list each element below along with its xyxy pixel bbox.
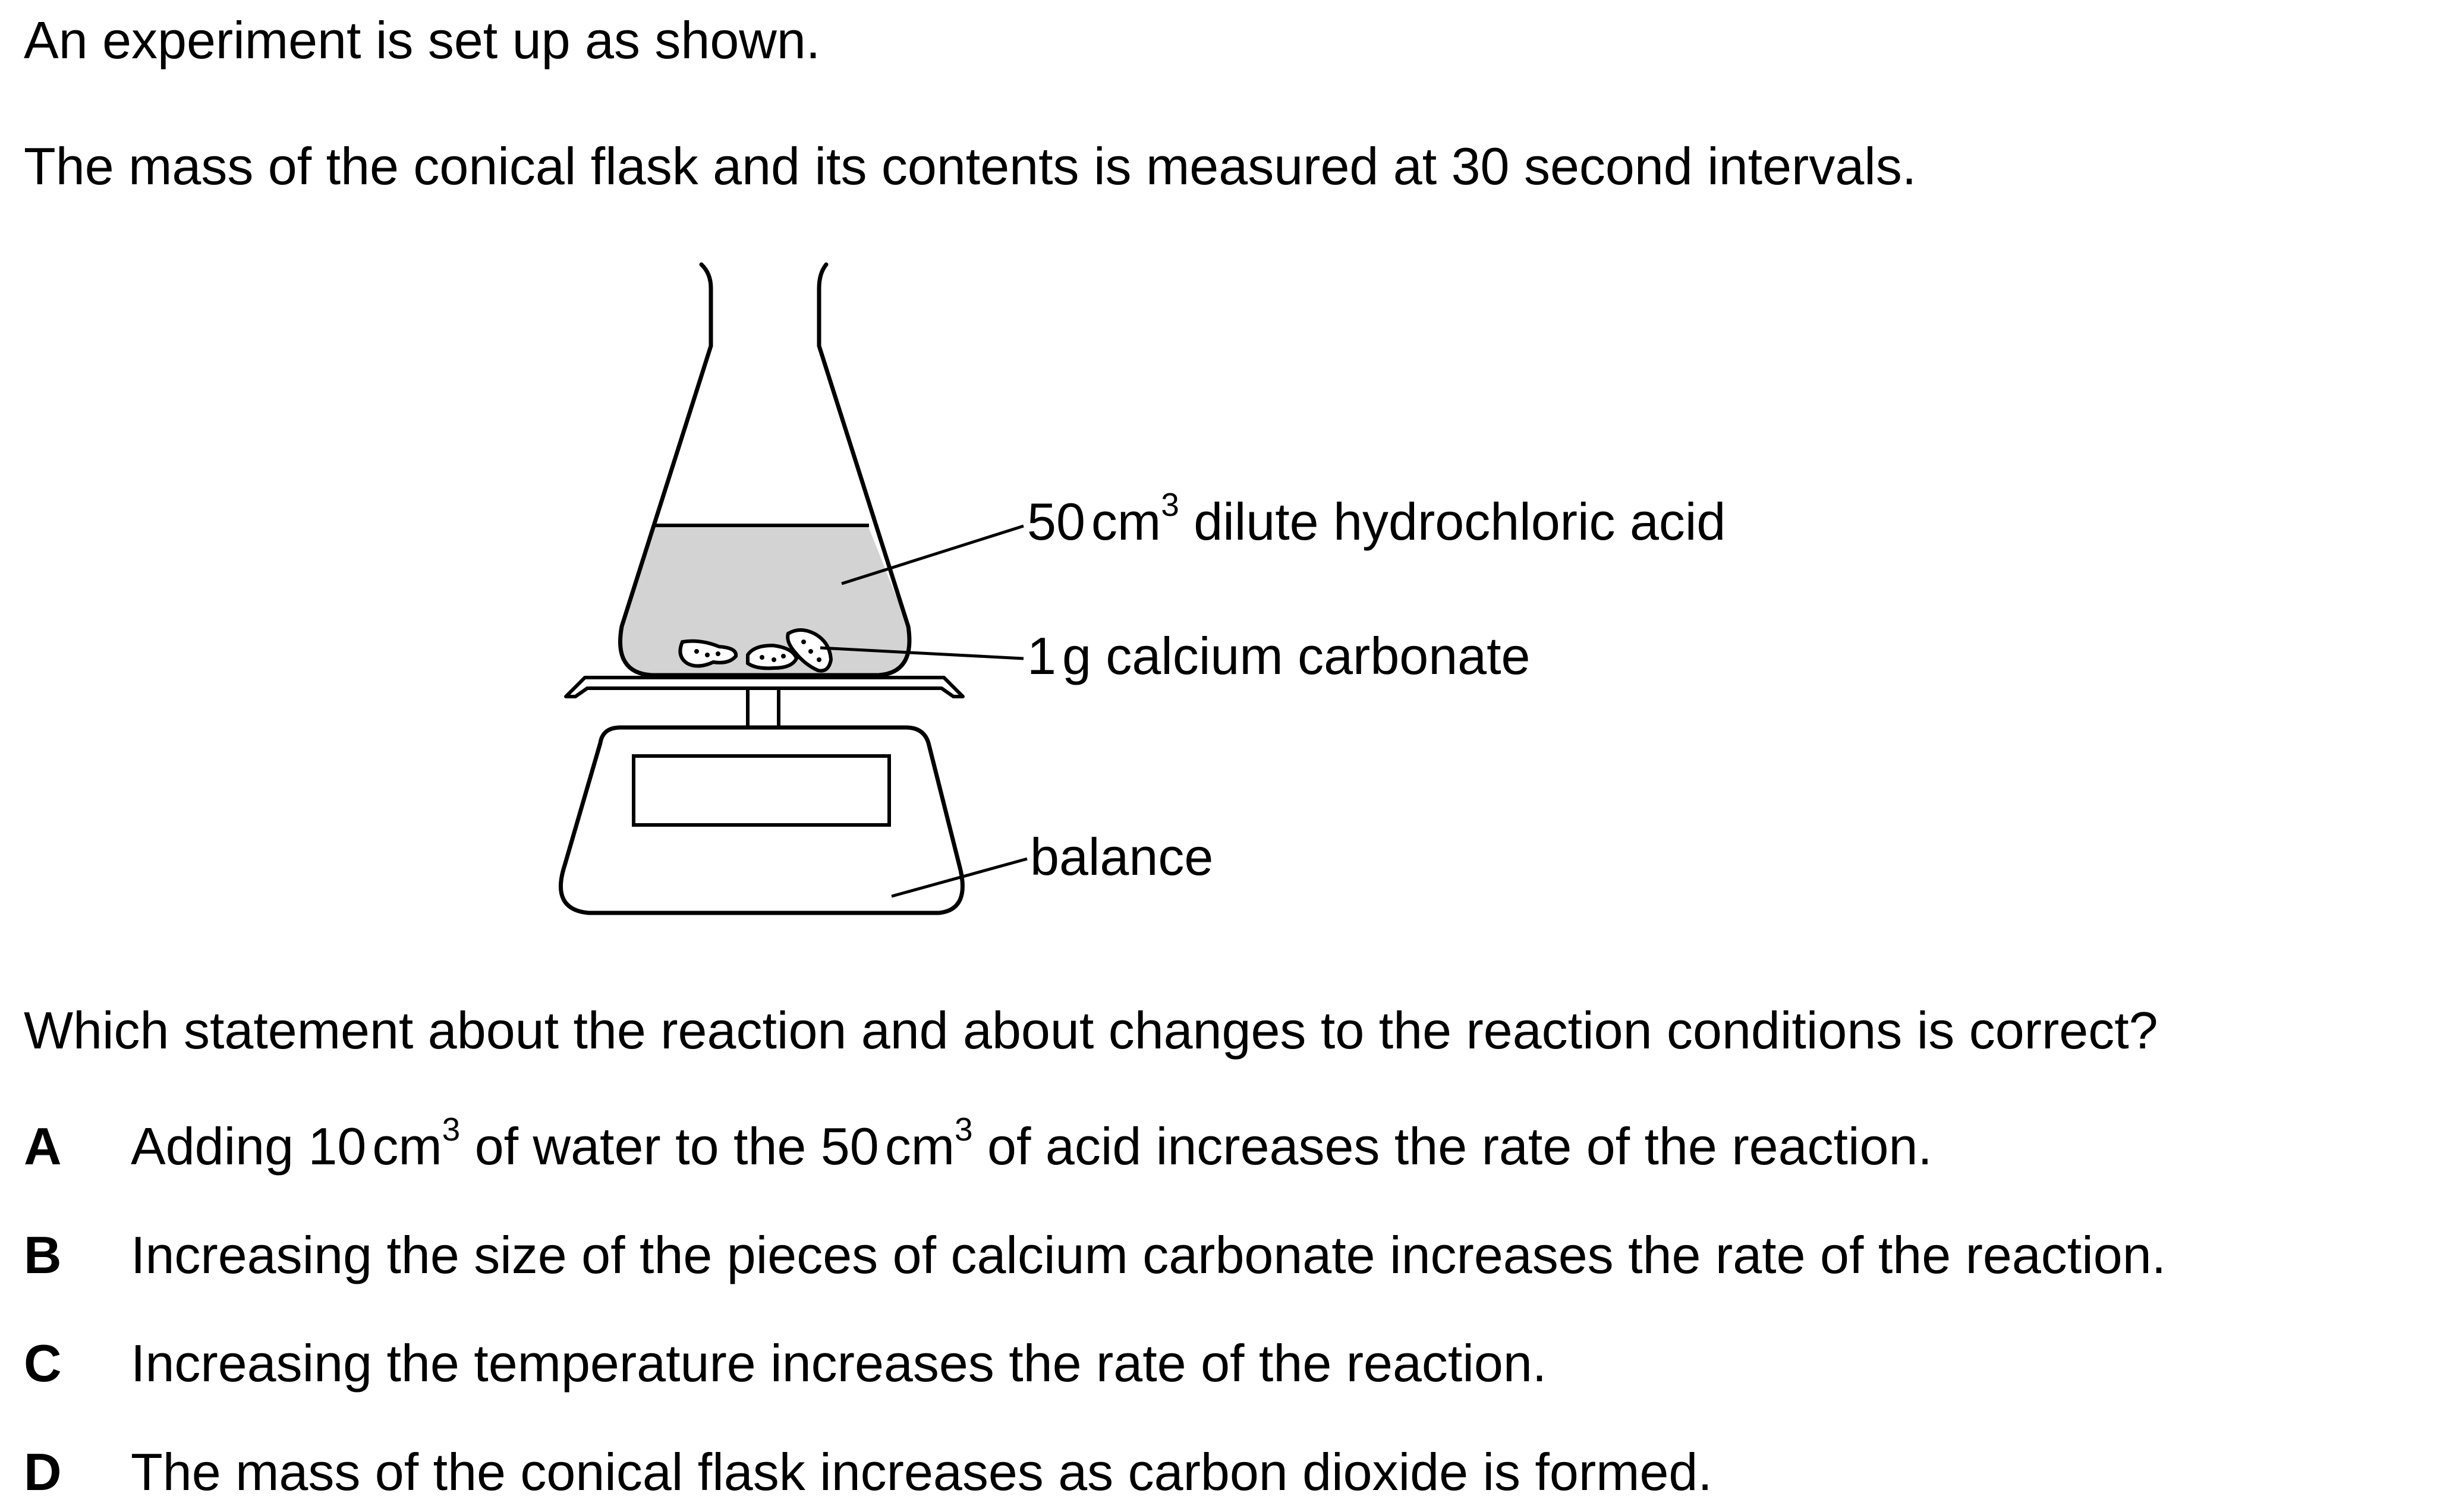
option-letter: D [24,1442,62,1501]
option-letter: A [24,1117,62,1176]
option-text: Increasing the size of the pieces of cal… [131,1226,2167,1284]
acid-liquid [620,525,909,675]
method-text: The mass of the conical flask and its co… [24,137,1917,196]
intro-text: An experiment is set up as shown. [24,11,821,70]
acid-leader-line [841,524,1024,585]
option-text: The mass of the conical flask increases … [131,1442,1712,1501]
option-letter: B [24,1226,62,1284]
balance-label: balance [1030,827,1214,886]
question-text: Which statement about the reaction and a… [24,1001,2158,1060]
balance-display [632,754,891,827]
balance-leader-line [891,857,1028,898]
calcium-carbonate-pieces [678,628,833,673]
pan-support [746,689,780,727]
balance-pan [564,676,965,698]
option-text: Increasing the temperature increases the… [131,1334,1547,1393]
conical-flask [618,262,912,678]
caco3-leader-line [820,646,1024,660]
option-letter: C [24,1334,62,1393]
